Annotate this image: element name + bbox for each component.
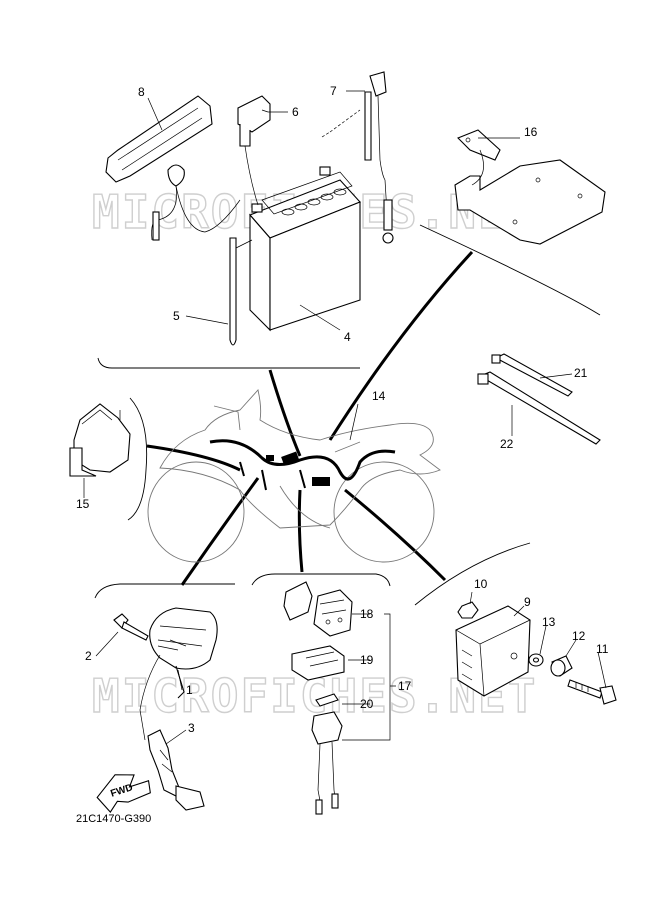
- battery-lead: [364, 71, 394, 244]
- battery-group-frame: [97, 357, 360, 369]
- leader-battery: [268, 369, 302, 457]
- leader-fuse: [297, 489, 304, 573]
- coil-group-frame: [94, 583, 235, 599]
- callout-20: 20: [360, 697, 374, 711]
- callout-16: 16: [524, 125, 538, 139]
- callout-1: 1: [186, 683, 193, 697]
- callout-9: 9: [524, 595, 531, 609]
- callout-12: 12: [572, 629, 586, 643]
- callout-10: 10: [474, 577, 488, 591]
- leader-coil: [180, 477, 260, 586]
- battery: [249, 166, 361, 332]
- starter-relay: [69, 403, 131, 477]
- forward-arrow: FWD: [96, 774, 151, 813]
- callout-13: 13: [542, 615, 556, 629]
- ignition-coil: [139, 607, 218, 741]
- cable-ties: [477, 353, 601, 445]
- battery-cover: [151, 95, 271, 241]
- diagram-code: 21C1470-G390: [76, 813, 151, 825]
- rectifier-regulator: [455, 605, 531, 697]
- bolt: [567, 679, 617, 705]
- callout-7: 7: [330, 84, 337, 98]
- callout-6: 6: [292, 105, 299, 119]
- callout-18: 18: [360, 607, 374, 621]
- callout-numbers: 8 6 7 16 5 4 14 21 22 15 10 9 13 12 11 1…: [76, 84, 609, 735]
- callout-21: 21: [574, 366, 588, 380]
- callout-17: 17: [398, 679, 412, 693]
- fuse-holder: [311, 693, 343, 815]
- wire-harness: [209, 439, 396, 491]
- relay-group-frame: [127, 397, 148, 521]
- battery-band: [105, 95, 213, 183]
- callout-5: 5: [173, 309, 180, 323]
- bracket-group-frame: [419, 224, 601, 316]
- fuse-group-frame: [251, 573, 391, 587]
- regulator-group-frame: [414, 542, 531, 606]
- callout-22: 22: [500, 437, 514, 451]
- ecu-bracket: [454, 129, 606, 245]
- collar: [550, 655, 573, 677]
- callout-14: 14: [372, 389, 386, 403]
- leader-bracket: [328, 250, 474, 441]
- spark-plug-cap: [147, 729, 205, 811]
- battery-breather-pipe: [229, 237, 253, 346]
- leader-regulator: [344, 488, 447, 582]
- callout-11: 11: [596, 642, 609, 656]
- washer: [528, 653, 544, 667]
- callout-4: 4: [344, 330, 351, 344]
- nut: [457, 601, 479, 619]
- fuse-box: [313, 589, 353, 637]
- leader-relay: [146, 444, 241, 472]
- fuse-box-cover: [283, 581, 313, 621]
- coil-bolt: [113, 613, 149, 641]
- callout-19: 19: [360, 653, 374, 667]
- callout-2: 2: [85, 649, 92, 663]
- callout-leaders: [83, 90, 607, 745]
- callout-15: 15: [76, 497, 90, 511]
- motorcycle-outline: [147, 389, 441, 563]
- callout-8: 8: [138, 85, 145, 99]
- fuse: [291, 645, 345, 681]
- callout-3: 3: [188, 721, 195, 735]
